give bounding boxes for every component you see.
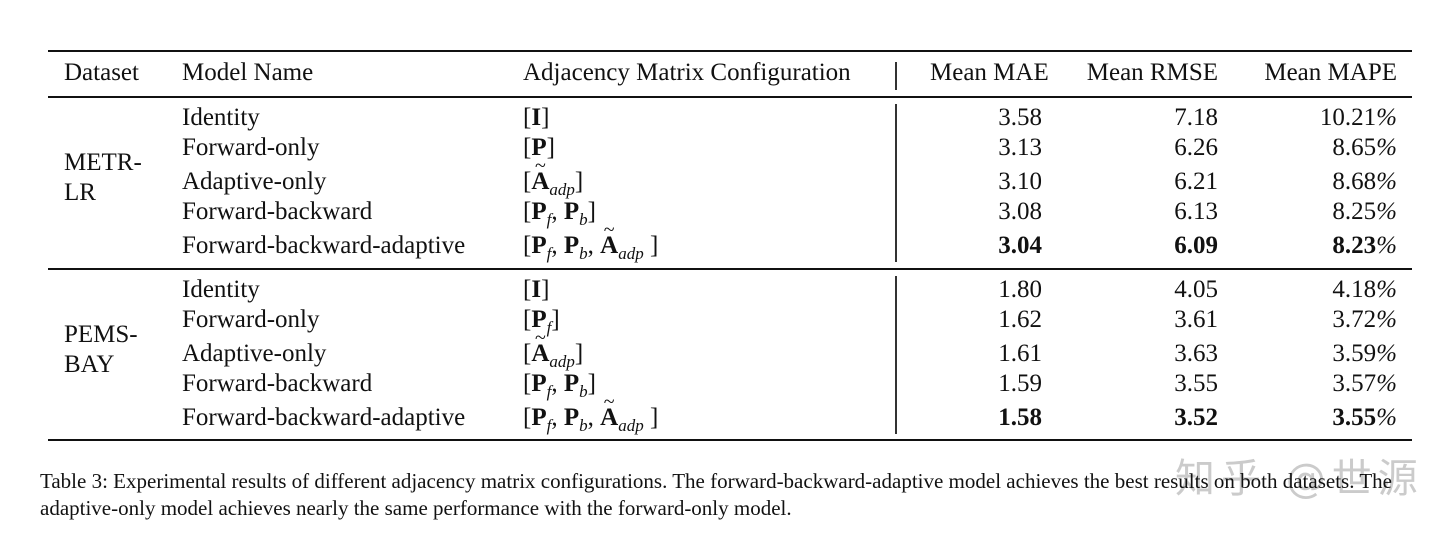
rmse-value: 3.52: [1174, 404, 1218, 431]
mape-value: 3.55%: [1332, 404, 1397, 431]
column-separator: [895, 276, 897, 434]
mape-value: 3.57%: [1332, 370, 1397, 397]
model-name: Forward-only: [182, 134, 320, 161]
mae-value: 3.10: [998, 168, 1042, 195]
mae-value: 1.58: [998, 404, 1042, 431]
rmse-value: 6.26: [1174, 134, 1218, 161]
mae-value: 3.04: [998, 232, 1042, 259]
mae-value: 1.62: [998, 306, 1042, 333]
header-dataset: Dataset: [64, 59, 139, 86]
header-mean-mape: Mean MAPE: [1264, 59, 1397, 86]
table-caption: Table 3: Experimental results of differe…: [40, 469, 1392, 520]
config-formula: [Pf, Pb]: [523, 198, 596, 229]
model-name: Identity: [182, 276, 260, 303]
header-model-name: Model Name: [182, 59, 314, 86]
column-separator: [895, 104, 897, 262]
watermark: 知乎 @世源: [1175, 456, 1424, 502]
table-group-rule: [48, 268, 1412, 270]
rmse-value: 4.05: [1174, 276, 1218, 303]
mae-value: 3.08: [998, 198, 1042, 225]
table-bottom-rule: [48, 439, 1412, 441]
mape-value: 4.18%: [1332, 276, 1397, 303]
mae-value: 3.13: [998, 134, 1042, 161]
table-top-rule: [48, 50, 1412, 52]
mae-value: 1.61: [998, 340, 1042, 367]
config-formula: [Pf, Pb, Aadp ]: [523, 231, 658, 263]
model-name: Forward-backward-adaptive: [182, 232, 466, 259]
config-formula: [Pf, Pb, Aadp ]: [523, 403, 658, 435]
config-formula: [I]: [523, 104, 550, 131]
mape-value: 3.59%: [1332, 340, 1397, 367]
rmse-value: 6.09: [1174, 232, 1218, 259]
model-name: Forward-backward-adaptive: [182, 404, 466, 431]
mae-value: 3.58: [998, 104, 1042, 131]
dataset-label-pems-bay: PEMS- BAY: [64, 321, 138, 378]
rmse-value: 7.18: [1174, 104, 1218, 131]
mape-value: 8.23%: [1332, 232, 1397, 259]
dataset-label-metr-lr: METR- LR: [64, 149, 142, 206]
model-name: Adaptive-only: [182, 340, 327, 367]
table-header-rule: [48, 96, 1412, 98]
model-name: Identity: [182, 104, 260, 131]
config-formula: [I]: [523, 276, 550, 303]
header-adjacency-config: Adjacency Matrix Configuration: [523, 59, 851, 86]
mape-value: 3.72%: [1332, 306, 1397, 333]
config-formula: [Aadp]: [523, 167, 583, 199]
rmse-value: 6.13: [1174, 198, 1218, 225]
column-separator: [895, 62, 897, 90]
header-mean-mae: Mean MAE: [930, 59, 1049, 86]
model-name: Forward-backward: [182, 370, 373, 397]
rmse-value: 3.55: [1174, 370, 1218, 397]
rmse-value: 6.21: [1174, 168, 1218, 195]
header-mean-rmse: Mean RMSE: [1086, 59, 1218, 86]
mape-value: 8.25%: [1332, 198, 1397, 225]
mae-value: 1.59: [998, 370, 1042, 397]
config-formula: [Aadp]: [523, 339, 583, 371]
model-name: Forward-only: [182, 306, 320, 333]
mape-value: 8.68%: [1332, 168, 1397, 195]
rmse-value: 3.61: [1174, 306, 1218, 333]
mape-value: 8.65%: [1332, 134, 1397, 161]
model-name: Adaptive-only: [182, 168, 327, 195]
mae-value: 1.80: [998, 276, 1042, 303]
mape-value: 10.21%: [1319, 104, 1397, 131]
config-formula: [Pf, Pb]: [523, 370, 596, 401]
model-name: Forward-backward: [182, 198, 373, 225]
rmse-value: 3.63: [1174, 340, 1218, 367]
